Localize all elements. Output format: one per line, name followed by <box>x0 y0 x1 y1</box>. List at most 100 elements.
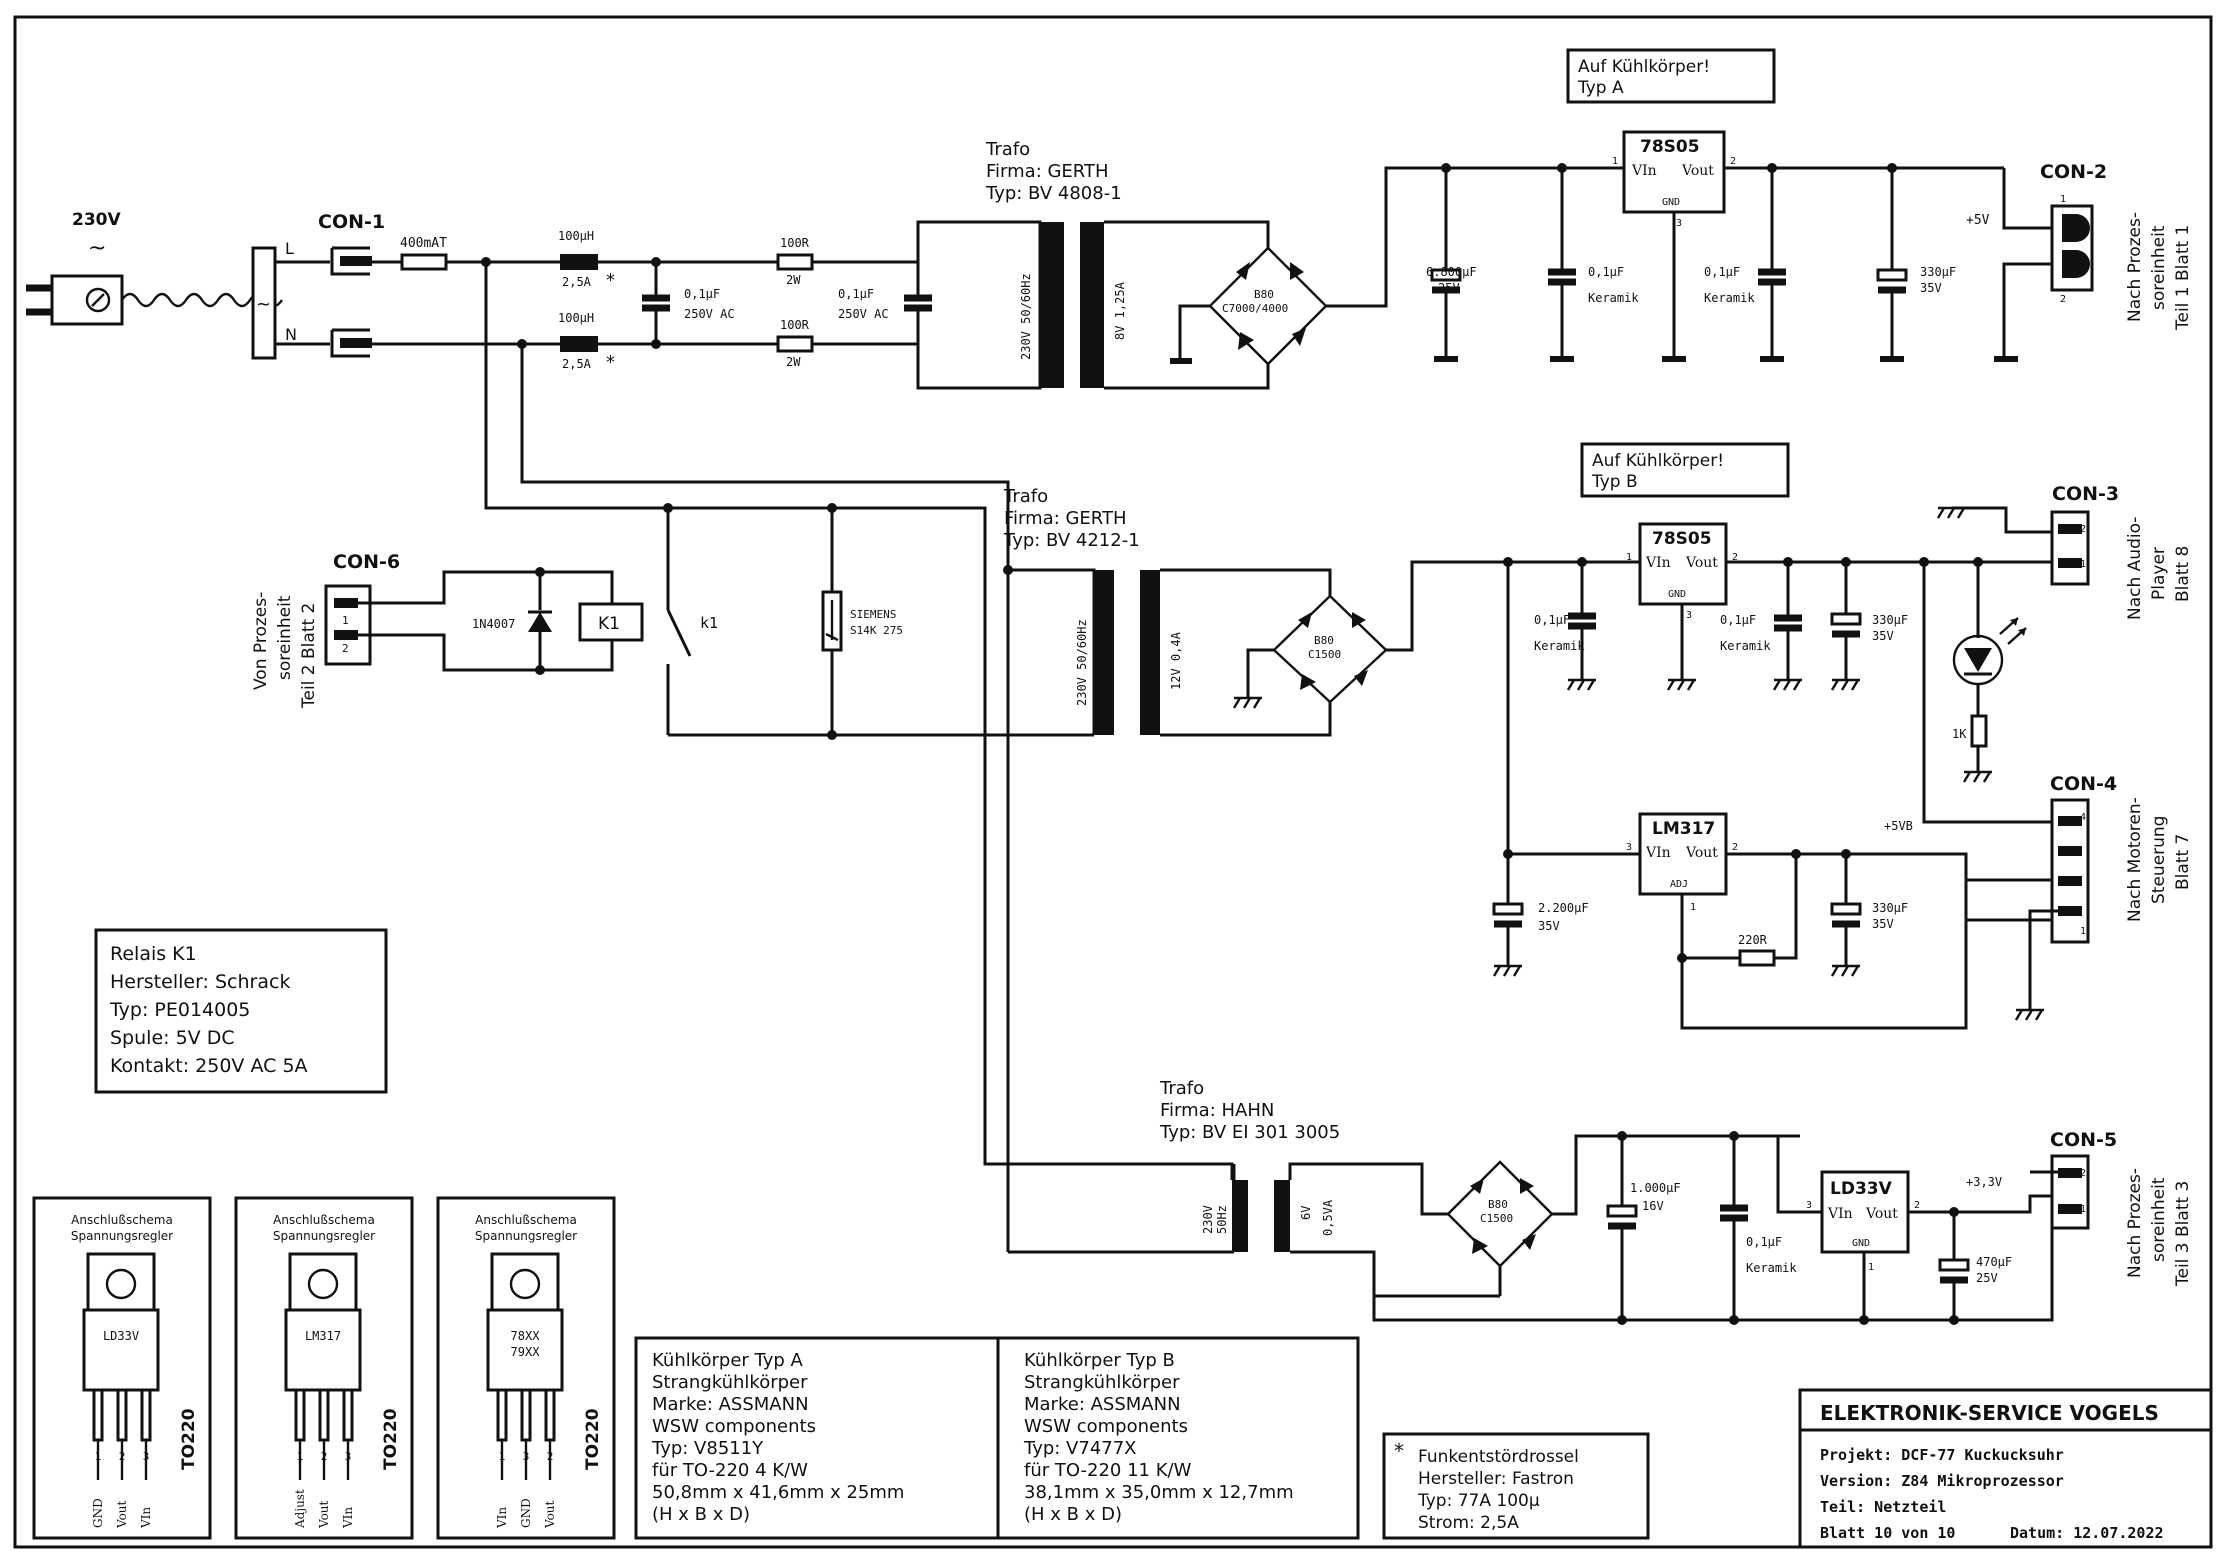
pinout-package: TO220 <box>381 1408 401 1470</box>
con3-pin2: 2 <box>2080 524 2086 535</box>
regulator-lm317: LM317 VIn Vout ADJ 3 2 1 220R <box>1626 812 2060 1030</box>
heatsink-line: WSW components <box>652 1416 816 1437</box>
relay-info-5: Kontakt: 250V AC 5A <box>110 1055 308 1077</box>
reg2-gnd: GND <box>1668 589 1686 600</box>
choke-l-star: * <box>606 270 615 291</box>
pinout-pin-label: VIn <box>495 1507 509 1529</box>
pinout-pin-label: VIn <box>341 1507 355 1529</box>
t2-title: Trafo <box>1003 486 1048 507</box>
reg1-pin1: 1 <box>1612 156 1618 167</box>
choke-n-current: 2,5A <box>562 357 592 371</box>
t3-primary-v: 230V <box>1201 1205 1215 1234</box>
con5-dest-3: Teil 3 Blatt 3 <box>2173 1181 2193 1287</box>
con2-dest-3: Teil 1 Blatt 1 <box>2173 225 2193 331</box>
cap-6800uf: 6.800µF 25V <box>1426 163 1477 362</box>
c330-out1-value: 330µF <box>1920 265 1956 279</box>
t1-secondary: 8V 1,25A <box>1113 281 1127 340</box>
heatsink-line: für TO-220 4 K/W <box>652 1460 808 1481</box>
con3-label: CON-3 <box>2052 483 2119 505</box>
heatsink-note-a: Auf Kühlkörper! Typ A <box>1566 48 1776 104</box>
choke-n-value: 100µH <box>558 311 594 325</box>
con5-pin2: 2 <box>2080 1168 2086 1179</box>
con4-dest-1: Nach Motoren- <box>2125 797 2145 922</box>
heatsink-line: 50,8mm x 41,6mm x 25mm <box>652 1482 904 1503</box>
con4-dest-3: Blatt 7 <box>2173 834 2193 890</box>
c470-voltage: 25V <box>1976 1271 1998 1285</box>
pinout-title: Anschlußschema <box>71 1213 173 1227</box>
reg4-pin1: 1 <box>1868 1262 1874 1273</box>
cap-100nf-out1: 0,1µF Keramik <box>1704 163 1786 362</box>
version-line: Version: Z84 Mikroprozessor <box>1820 1472 2064 1490</box>
b2-type: C1500 <box>1308 648 1341 661</box>
r100-n-power: 2W <box>786 355 801 369</box>
mains-voltage-label: 230V <box>72 210 121 230</box>
relay-contact-k1: k1 <box>666 508 718 735</box>
regulator-78s05-b: 78S05 VIn Vout GND 1 2 3 <box>1626 522 2060 691</box>
con6-dest-2: soreinheit <box>275 595 295 680</box>
con3-dest-3: Blatt 8 <box>2173 546 2193 602</box>
t3-maker: Firma: HAHN <box>1160 1100 1274 1121</box>
resistor-100r-L: 100R 2W <box>776 236 814 287</box>
regulator-ld33v: LD33V VIn Vout GND 3 2 1 +3,3V <box>1806 1170 2060 1325</box>
t3-secondary-v: 6V <box>1299 1206 1313 1220</box>
r100-l-value: 100R <box>780 236 810 250</box>
con5-dest-1: Nach Prozes- <box>2125 1168 2145 1278</box>
con4-dest-2: Steuerung <box>2149 816 2169 904</box>
choke-info-3: Typ: 77A 100µ <box>1417 1491 1540 1511</box>
c6800-value: 6.800µF <box>1426 265 1477 279</box>
c01-in2-type: Keramik <box>1534 639 1585 653</box>
resistor-100r-N: 100R 2W <box>776 318 814 369</box>
cap-100nf-out2: 0,1µF Keramik <box>1720 557 1802 691</box>
heatsink-line: (H x B x D) <box>1024 1504 1122 1525</box>
c6800-voltage: 25V <box>1438 281 1460 295</box>
heatsink-note-b: Auf Kühlkörper! Typ B <box>1580 442 1790 498</box>
pinout-2: AnschlußschemaSpannungsreglerLM3171Adjus… <box>234 1196 414 1540</box>
c1000-voltage: 16V <box>1642 1199 1664 1213</box>
x2-value: 0,1µF <box>838 287 874 301</box>
reg4-pin2: 2 <box>1914 1200 1920 1211</box>
bridge-rectifier-2: B80 C1500 <box>1232 560 1640 709</box>
con3-connector: CON-3 2 1 Nach Audio- Player Blatt 8 <box>1936 483 2193 620</box>
t1-type: Typ: BV 4808-1 <box>985 183 1122 204</box>
reg3-vout: Vout <box>1685 845 1718 861</box>
title-block: ELEKTRONIK-SERVICE VOGELS Projekt: DCF-7… <box>1798 1388 2213 1549</box>
c2200-voltage: 35V <box>1538 919 1560 933</box>
b1-type: C7000/4000 <box>1222 302 1288 315</box>
live-label: L <box>285 239 294 258</box>
pinout-pin-number: 1 <box>297 1450 304 1463</box>
fuse-label: 400mAT <box>400 236 447 251</box>
heatsink-line: Typ: V7477X <box>1023 1438 1137 1459</box>
line-filter: ~ L N <box>251 239 330 360</box>
reg3-pin2: 2 <box>1732 842 1738 853</box>
reg1-vout: Vout <box>1681 163 1714 179</box>
pinout-title: Anschlußschema <box>475 1213 577 1227</box>
varistor: SIEMENS S14K 275 <box>821 508 903 740</box>
c01-out1-value: 0,1µF <box>1704 265 1740 279</box>
con2-dest-2: soreinheit <box>2149 225 2169 310</box>
relay-info-box: Relais K1 Hersteller: Schrack Typ: PE014… <box>94 928 388 1094</box>
x1-value: 0,1µF <box>684 287 720 301</box>
c01-in2-value: 0,1µF <box>1534 613 1570 627</box>
heatsink-line: Typ: V8511Y <box>651 1438 764 1459</box>
c01-out2-type: Keramik <box>1720 639 1771 653</box>
con2-connector: CON-2 +5V 1 2 Nach Prozes- soreinheit Te… <box>1966 161 2193 362</box>
b1-label: B80 <box>1254 288 1274 301</box>
transformer-3: Trafo Firma: HAHN Typ: BV EI 301 3005 23… <box>1008 1078 1496 1298</box>
bridge-rectifier-1: B80 C7000/4000 <box>1170 166 1624 366</box>
heatsink-line: Kühlkörper Typ B <box>1024 1350 1175 1371</box>
con6-pin2: 2 <box>342 642 349 655</box>
relay-coil-label: K1 <box>598 614 620 634</box>
pinout-pin-number: 3 <box>143 1450 150 1463</box>
t1-maker: Firma: GERTH <box>986 161 1109 182</box>
company-name: ELEKTRONIK-SERVICE VOGELS <box>1820 1401 2159 1425</box>
heatsink-line: Kühlkörper Typ A <box>652 1350 804 1371</box>
t3-title: Trafo <box>1159 1078 1204 1099</box>
c470-value: 470µF <box>1976 1255 2012 1269</box>
heatsink-a-line1: Auf Kühlkörper! <box>1578 57 1710 77</box>
pinout-subtitle: Spannungsregler <box>71 1229 173 1243</box>
t3-type: Typ: BV EI 301 3005 <box>1159 1122 1340 1143</box>
c01-in1-value: 0,1µF <box>1588 265 1624 279</box>
choke-info-1: Funkentstördrossel <box>1418 1447 1579 1467</box>
relay-info-1: Relais K1 <box>110 943 197 965</box>
